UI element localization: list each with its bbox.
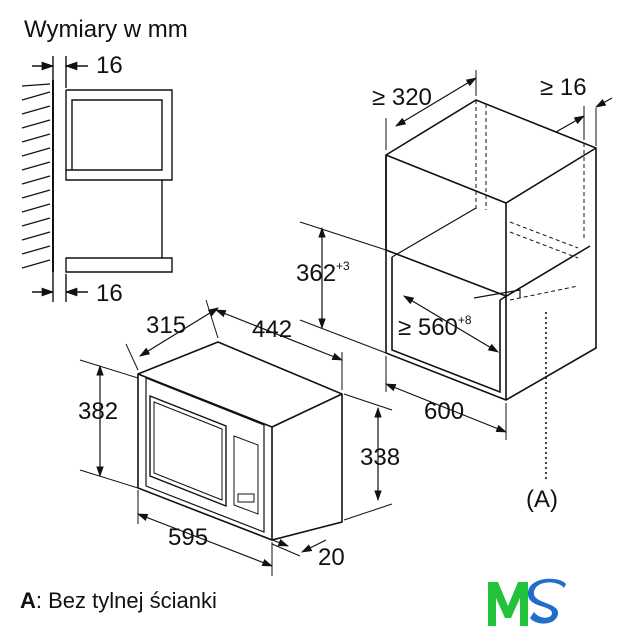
dim-microwave-height: 382 xyxy=(78,398,119,425)
dim-niche-width-value: ≥ 560 xyxy=(398,314,458,341)
legend-key: A xyxy=(20,588,36,613)
dim-cabinet-width: 600 xyxy=(424,398,465,425)
dim-side-bottom: 16 xyxy=(96,280,123,307)
dim-microwave-body-height: 338 xyxy=(360,444,401,471)
microwave-view xyxy=(79,299,393,576)
dim-side-top: 16 xyxy=(96,52,123,79)
cabinet-view xyxy=(299,70,613,482)
wall-hatching xyxy=(21,83,51,269)
dim-cabinet-depth: ≥ 320 xyxy=(372,84,432,111)
dim-niche-height-value: 362 xyxy=(296,260,337,287)
dim-microwave-inner-depth: 442 xyxy=(252,316,293,343)
legend-note: A: Bez tylnej ścianki xyxy=(20,590,217,612)
ms-logo xyxy=(488,578,566,626)
dim-microwave-depth: 315 xyxy=(146,312,187,339)
dim-cabinet-side: ≥ 16 xyxy=(540,74,587,101)
dim-niche-height-tolerance: +3 xyxy=(336,259,350,273)
dim-niche-width: ≥ 560+8 xyxy=(398,313,472,341)
diagram-title: Wymiary w mm xyxy=(24,16,188,43)
callout-a: (A) xyxy=(526,486,558,513)
dim-microwave-width: 595 xyxy=(168,524,209,551)
dim-niche-height: 362+3 xyxy=(296,259,350,287)
legend-text: : Bez tylnej ścianki xyxy=(35,588,217,613)
dim-microwave-front: 20 xyxy=(318,544,345,571)
dim-niche-width-tolerance: +8 xyxy=(457,313,472,327)
side-view xyxy=(21,56,173,302)
